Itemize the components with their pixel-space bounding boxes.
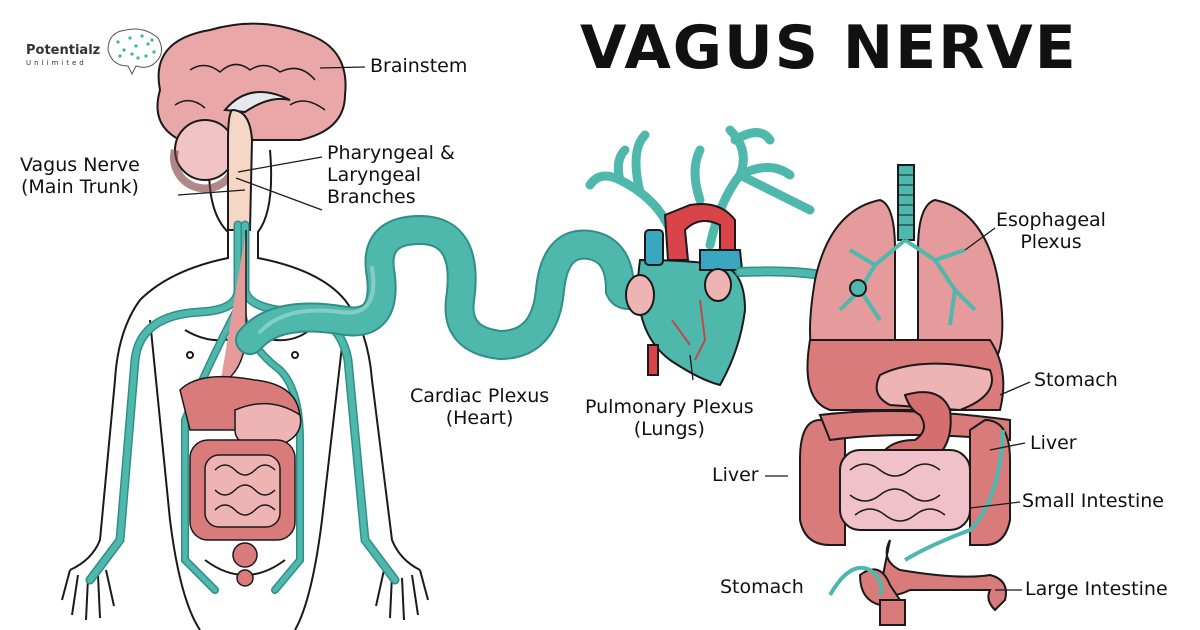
nerve-stomach (828, 565, 884, 596)
label-cardiac-plexus: Cardiac Plexus (Heart) (410, 385, 550, 430)
label-line: Plexus (1020, 230, 1082, 253)
label-small-intestine: Small Intestine (1022, 490, 1164, 512)
leader-lines (177, 66, 1031, 591)
brain-dots-icon (107, 28, 162, 76)
body-outline (61, 149, 429, 630)
label-liver-right: Liver (1030, 432, 1077, 454)
label-brainstem: Brainstem (370, 55, 468, 77)
label-line: Vagus Nerve (20, 154, 140, 176)
brand-name: Potentialz (26, 43, 101, 58)
label-pulmonary-plexus: Pulmonary Plexus (Lungs) (585, 396, 754, 441)
label-line: Cardiac Plexus (410, 385, 550, 407)
heart (625, 203, 747, 387)
label-line: (Lungs) (633, 417, 705, 440)
page-title: VAGUS NERVE (580, 13, 1078, 83)
label-line: Pulmonary Plexus (585, 396, 754, 418)
label-esophageal-plexus: Esophageal Plexus (996, 209, 1106, 254)
label-line: (Main Trunk) (20, 175, 139, 198)
label-large-intestine: Large Intestine (1025, 578, 1168, 600)
label-line: (Heart) (445, 406, 514, 429)
label-pharyngeal-laryngeal: Pharyngeal & Laryngeal Branches (327, 142, 455, 209)
body-digestive-organs (179, 375, 302, 587)
label-stomach-right: Stomach (1034, 369, 1118, 391)
label-vagus-main-trunk: Vagus Nerve (Main Trunk) (20, 154, 140, 199)
brand-logo: Potentialz Unlimited (26, 44, 100, 67)
label-liver-left: Liver (712, 464, 759, 486)
label-line: Laryngeal (327, 163, 421, 186)
label-line: Pharyngeal & (327, 142, 455, 164)
vagus-trunk-long (235, 214, 665, 361)
label-line: Branches (327, 185, 416, 208)
nerve-branches-heart (585, 125, 815, 250)
lungs (809, 164, 1004, 361)
nerve-abdomen (903, 429, 1005, 562)
label-stomach-bottom: Stomach (720, 576, 804, 598)
brain (156, 22, 347, 231)
label-line: Esophageal (996, 209, 1106, 231)
brand-tagline: Unlimited (26, 59, 87, 67)
digestive-organs (799, 339, 1011, 626)
